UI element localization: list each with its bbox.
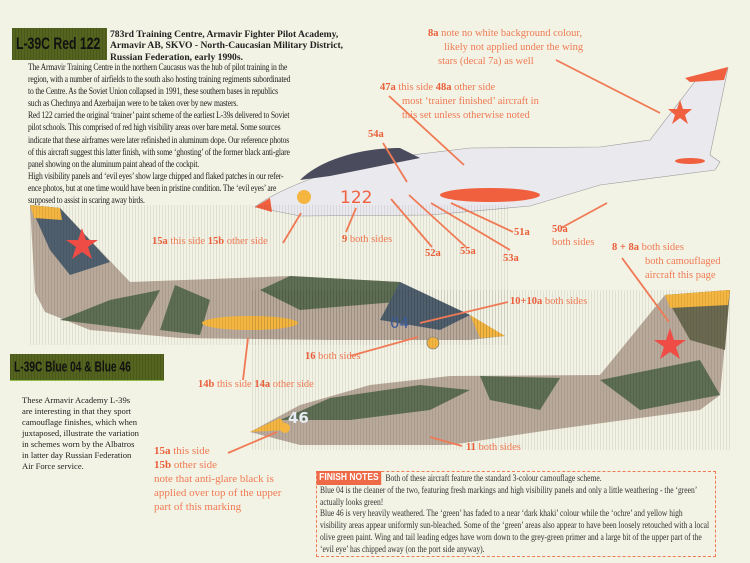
section-header-red-122: L-39C Red 122 [12, 28, 107, 60]
text-line: are interesting in that they sport [22, 406, 132, 416]
text-line: in schemes worn by the Albatros [22, 439, 135, 449]
callout-text: other side [173, 459, 217, 471]
callout-text: both camouflaged [645, 256, 721, 267]
title-line: Russian Federation, early 1990s. [110, 51, 243, 63]
callout-text: both sides [641, 242, 684, 253]
decal-code: 10+10a [510, 296, 543, 307]
callout-text: note no white background colour, [441, 28, 583, 39]
text-line: Air Force service. [22, 461, 84, 471]
decal-code: 48a [435, 82, 452, 93]
callout-text: both sides [544, 296, 588, 307]
section-header-label: L-39C Blue 04 & Blue 46 [14, 358, 131, 376]
callout-text: this side [170, 236, 206, 247]
text-line: of this aircraft suggest this latter fin… [28, 147, 290, 158]
callout-47a-48a: 47a this side 48a other side most ‘train… [380, 81, 539, 123]
section-header-blue-04-46: L-39C Blue 04 & Blue 46 [10, 354, 164, 381]
title-line: Armavir AB, SKVO - North-Caucasian Milit… [110, 40, 344, 52]
finish-notes-p1: Both of these aircraft feature the stand… [385, 473, 602, 483]
callout-53a: 53a [503, 253, 519, 264]
text-line: supposed to assist in scaring away birds… [28, 196, 145, 207]
text-line: in latter day Russian Federation [22, 450, 132, 460]
decal-code: 16 [305, 351, 316, 362]
callout-15a-15b-red: 15a this side 15b other side [152, 235, 268, 249]
callout-50a: 50a both sides [552, 223, 594, 249]
callout-text: most ‘trainer finished’ aircraft in [402, 96, 539, 107]
aircraft-blue-46 [250, 290, 730, 450]
decal-code: 14a [254, 379, 271, 390]
callout-text: both sides [318, 351, 361, 362]
text-line: These Armavir Academy L-39s [22, 395, 131, 405]
blue-04-46-description: These Armavir Academy L-39s are interest… [22, 395, 139, 472]
evil-eye [297, 190, 311, 204]
decal-code: 8a [428, 28, 439, 39]
red-star [668, 100, 692, 124]
callout-text: part of this marking [154, 501, 242, 513]
callout-52a: 52a [425, 248, 441, 259]
text-line: indicate that these airframes were later… [28, 135, 290, 146]
callout-11: 11 both sides [466, 441, 521, 455]
aircraft-number-122: 122 [340, 188, 373, 208]
decal-code: 8 + 8a [612, 242, 639, 253]
finish-notes-badge: FINISH NOTES [316, 471, 382, 485]
section-header-label: L-39C Red 122 [16, 34, 101, 53]
tip-tank [440, 188, 540, 202]
finish-notes-box: FINISH NOTES Both of these aircraft feat… [316, 471, 716, 557]
text-line: juxtaposed, illustrate the variation [22, 428, 139, 438]
finish-notes-content: FINISH NOTES Both of these aircraft feat… [316, 471, 710, 556]
text-line: such as Chechnya and Azerbaijan were to … [28, 99, 238, 110]
red-122-description: The Armavir Training Centre in the north… [28, 62, 290, 207]
callout-text: other side [226, 236, 268, 247]
callout-text: other side [454, 82, 496, 93]
callout-text: this side [398, 82, 434, 93]
callout-text: this side [173, 445, 210, 457]
title-line: 783rd Training Centre, Armavir Fighter P… [110, 29, 339, 40]
callout-text: other side [272, 379, 314, 390]
text-line: region, with a number of airfields to th… [28, 75, 291, 86]
decal-code: 47a [380, 82, 396, 93]
text-line: Red 122 carried the original ‘trainer’ p… [28, 111, 290, 122]
text-line: to the Centre. As the Soviet Union colla… [28, 87, 278, 98]
callout-text: stars (decal 7a) as well [438, 56, 534, 67]
callout-54a: 54a [368, 129, 384, 140]
decal-code: 15b [207, 236, 225, 247]
decal-code: 11 [466, 442, 476, 453]
callout-51a: 51a [514, 227, 530, 238]
aircraft-number-46: 46 [288, 409, 309, 427]
callout-text: both sides [349, 234, 393, 245]
callout-55a: 55a [460, 246, 476, 257]
decal-code: 15a [152, 236, 168, 247]
finish-notes-p3: Blue 46 is very heavily weathered. The ‘… [320, 508, 710, 554]
callout-text: this side [216, 379, 252, 390]
text-line: pilot schools. This comprised of red hig… [28, 123, 281, 134]
callout-text: this set unless otherwise noted [402, 110, 530, 121]
callout-text: applied over top of the upper [154, 487, 282, 499]
text-line: ence photos, but at one time would have … [28, 183, 277, 194]
text-line: High visibility panels and ‘evil eyes’ s… [28, 171, 284, 182]
fin-tip-red [685, 67, 728, 82]
callout-arrows [227, 59, 670, 454]
red-122-unit-title: 783rd Training Centre, Armavir Fighter P… [110, 29, 343, 63]
decal-code: 15b [154, 459, 172, 471]
callout-10-10a: 10+10a both sides [510, 295, 587, 309]
callout-9: 9 both sides [342, 233, 392, 247]
callout-8-8a: 8 + 8a both sides both camouflaged aircr… [612, 241, 721, 283]
callout-15a-15b-camo: 15a this side 15b other side note that a… [154, 444, 281, 514]
callout-text: both sides [478, 442, 521, 453]
text-line: panel showing on the aluminum paint ahea… [28, 159, 200, 170]
callout-14b-14a: 14b this side 14a other side [198, 378, 314, 392]
decal-code: 15a [154, 445, 171, 457]
text-line: The Armavir Training Centre in the north… [28, 63, 288, 73]
callout-8a: 8a note no white background colour, like… [428, 27, 583, 69]
finish-notes-p2: Blue 04 is the cleaner of the two, featu… [320, 484, 697, 507]
callout-text: aircraft this page [645, 270, 716, 281]
callout-16: 16 both sides [305, 350, 360, 364]
decal-code: 50a [552, 224, 568, 235]
aircraft-number-04: 04 [390, 314, 410, 332]
text-line: camouflage finishes, which when [22, 417, 138, 427]
decal-code: 9 [342, 234, 348, 245]
callout-text: both sides [552, 237, 595, 248]
callout-text: likely not applied under the wing [444, 42, 584, 53]
callout-text: note that anti-glare black is [154, 473, 274, 485]
decal-code: 14b [198, 379, 215, 390]
